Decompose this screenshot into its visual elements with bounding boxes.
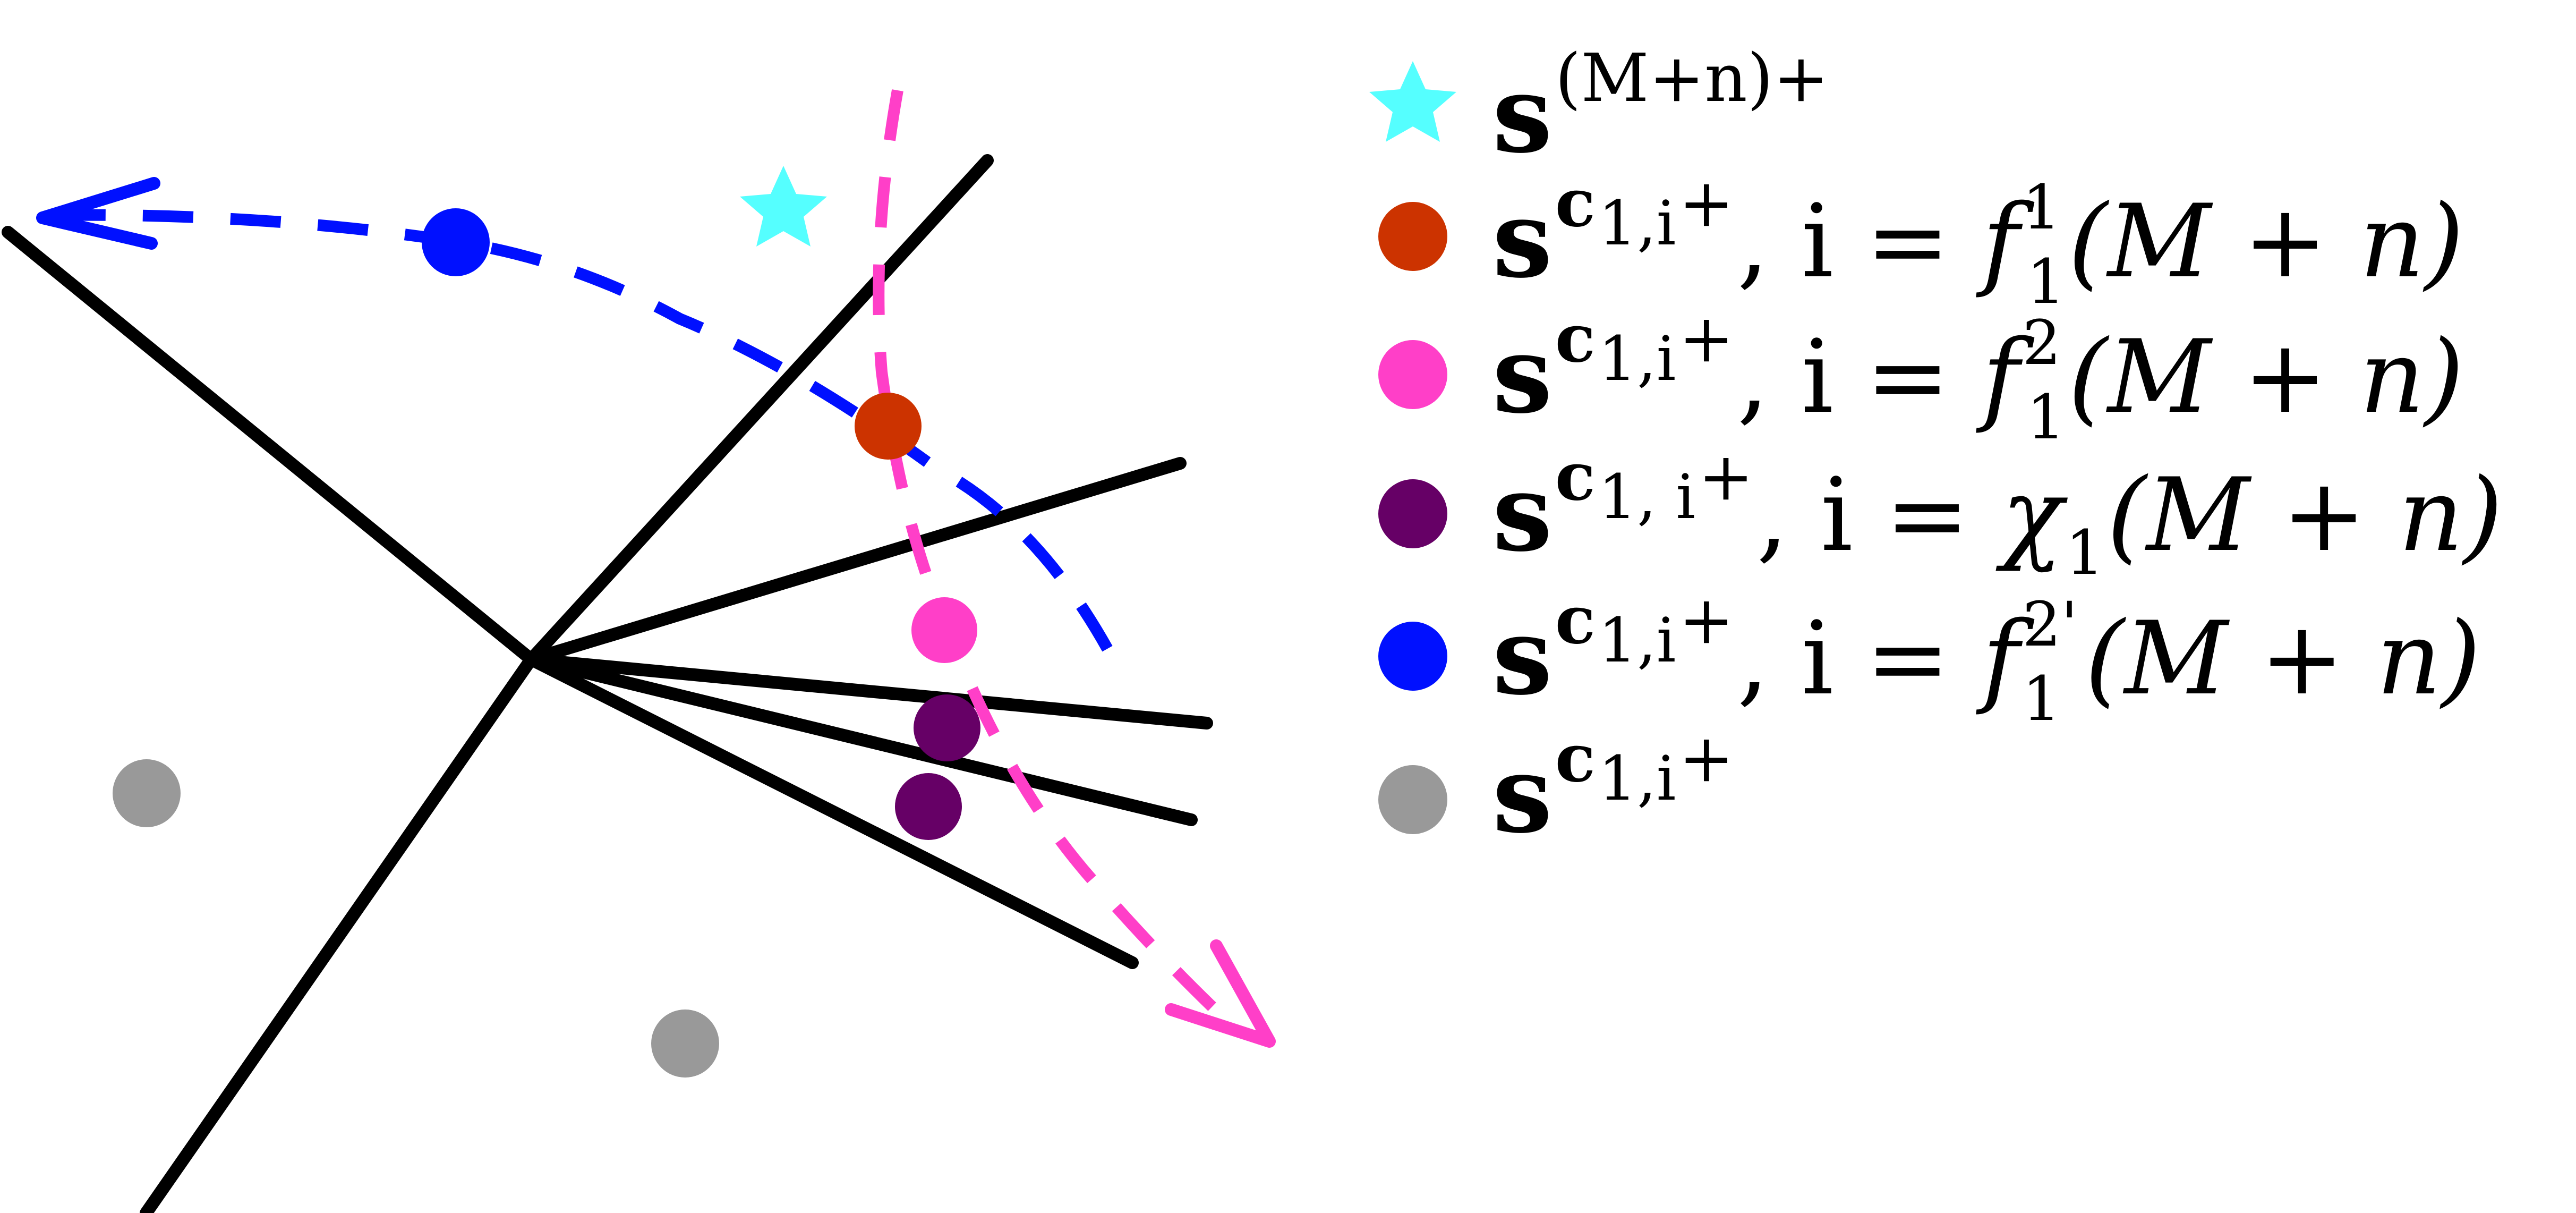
legend-item-gray-circle: s c 1,i + bbox=[1378, 719, 1734, 857]
legend-red-argument: (M + n) bbox=[2068, 183, 2464, 300]
legend-purple-func-sub: 1 bbox=[2066, 518, 2104, 589]
legend-red-sup-sub: 1,i bbox=[1598, 188, 1676, 259]
legend-purple-argument: (M + n) bbox=[2107, 456, 2503, 574]
legend-cyan-superscript: (M+n)+ bbox=[1555, 40, 1829, 117]
legend-gray-sup-tail: + bbox=[1679, 720, 1735, 797]
legend-gray-symbol: s bbox=[1492, 732, 1553, 857]
legend-gray-label: s c 1,i + bbox=[1492, 719, 1734, 857]
legend-blue-condition: , i = bbox=[1737, 600, 1982, 717]
points bbox=[113, 166, 980, 1078]
legend-blue-func-sup: 2' bbox=[2022, 589, 2078, 660]
purple-point-2 bbox=[895, 773, 962, 840]
legend-pink-func-sub: 1 bbox=[2027, 382, 2066, 453]
legend-item-pink-circle: s c 1,i + , i = f 2 1 (M + n) bbox=[1378, 300, 2464, 453]
legend-item-purple-circle: s c 1, i + , i = χ 1 (M + n) bbox=[1378, 438, 2503, 589]
boundary-line-ray-3 bbox=[525, 653, 1198, 826]
legend-item-blue-circle: s c 1,i + , i = f 2' 1 (M + n) bbox=[1378, 581, 2481, 735]
legend-blue-marker bbox=[1378, 622, 1447, 691]
legend-pink-label: s c 1,i + , i = f 2 1 (M + n) bbox=[1492, 300, 2464, 453]
legend-purple-label: s c 1, i + , i = χ 1 (M + n) bbox=[1492, 438, 2503, 589]
legend-pink-sup-sub: 1,i bbox=[1598, 324, 1676, 395]
legend-purple-symbol: s bbox=[1492, 451, 1553, 575]
legend-red-condition: , i = bbox=[1737, 183, 1982, 300]
boundary-line-upper-left bbox=[2, 226, 538, 666]
legend-purple-sup-tail: + bbox=[1698, 438, 1754, 515]
legend-pink-sup-tail: + bbox=[1679, 300, 1735, 377]
boundary-line-ray-4 bbox=[525, 653, 1139, 969]
legend-pink-symbol: s bbox=[1492, 312, 1553, 437]
legend-blue-sup-base: c bbox=[1555, 581, 1596, 659]
legend-gray-sup-base: c bbox=[1555, 719, 1596, 797]
blue-point bbox=[422, 208, 490, 276]
legend: s (M+n)+ s c 1,i + , i = f 1 1 (M + n) bbox=[1369, 40, 2503, 857]
legend-pink-condition: , i = bbox=[1737, 318, 1982, 436]
legend-red-sup-tail: + bbox=[1679, 165, 1735, 242]
blue-arrowhead bbox=[36, 177, 160, 250]
legend-purple-sup-sub: 1, i bbox=[1598, 462, 1695, 533]
legend-item-cyan-star: s (M+n)+ bbox=[1369, 40, 1829, 177]
legend-blue-sup-sub: 1,i bbox=[1598, 605, 1676, 676]
legend-gray-marker bbox=[1378, 765, 1447, 834]
blue-dashed-curve bbox=[45, 209, 1113, 652]
legend-item-red-circle: s c 1,i + , i = f 1 1 (M + n) bbox=[1378, 164, 2464, 318]
gray-point-1 bbox=[113, 759, 181, 827]
legend-purple-marker bbox=[1378, 479, 1447, 548]
legend-purple-condition: , i = bbox=[1756, 456, 2002, 574]
gray-point-2 bbox=[651, 1010, 719, 1078]
pink-dashed-curve bbox=[873, 89, 1242, 1036]
boundary-line-ray-1 bbox=[525, 457, 1187, 666]
legend-red-sup-base: c bbox=[1555, 164, 1596, 242]
legend-blue-sup-tail: + bbox=[1679, 582, 1735, 659]
legend-pink-func-sup: 2 bbox=[2022, 308, 2061, 379]
legend-blue-func-sub: 1 bbox=[2022, 664, 2061, 735]
legend-blue-argument: (M + n) bbox=[2085, 600, 2481, 717]
legend-pink-argument: (M + n) bbox=[2068, 318, 2464, 436]
legend-red-func-sub: 1 bbox=[2027, 247, 2066, 318]
pink-point bbox=[911, 597, 977, 663]
legend-purple-func: χ bbox=[1995, 456, 2068, 574]
legend-pink-sup-base: c bbox=[1555, 300, 1596, 377]
purple-point-1 bbox=[914, 694, 980, 761]
legend-cyan-star-label: s (M+n)+ bbox=[1492, 40, 1829, 177]
legend-red-func-sup: 1 bbox=[2022, 172, 2061, 243]
pink-arrowhead bbox=[1165, 939, 1276, 1048]
legend-red-symbol: s bbox=[1492, 177, 1553, 302]
legend-purple-sup-base: c bbox=[1555, 438, 1596, 515]
boundary-lines bbox=[2, 154, 1213, 1213]
legend-cyan-star-marker bbox=[1369, 61, 1456, 142]
legend-gray-sup-sub: 1,i bbox=[1598, 743, 1676, 815]
boundary-line-ray-2 bbox=[525, 653, 1213, 730]
boundary-line-lower-left bbox=[140, 653, 538, 1213]
cyan-star-point bbox=[740, 166, 827, 247]
legend-blue-label: s c 1,i + , i = f 2' 1 (M + n) bbox=[1492, 581, 2481, 735]
legend-blue-symbol: s bbox=[1492, 594, 1553, 719]
red-point bbox=[855, 393, 922, 460]
blue-trajectory bbox=[36, 177, 1113, 652]
legend-red-label: s c 1,i + , i = f 1 1 (M + n) bbox=[1492, 164, 2464, 318]
legend-red-marker bbox=[1378, 202, 1447, 271]
legend-cyan-symbol: s bbox=[1492, 52, 1553, 177]
pink-trajectory bbox=[873, 89, 1276, 1048]
legend-pink-marker bbox=[1378, 340, 1447, 409]
boundary-line-upper-right bbox=[525, 154, 994, 666]
